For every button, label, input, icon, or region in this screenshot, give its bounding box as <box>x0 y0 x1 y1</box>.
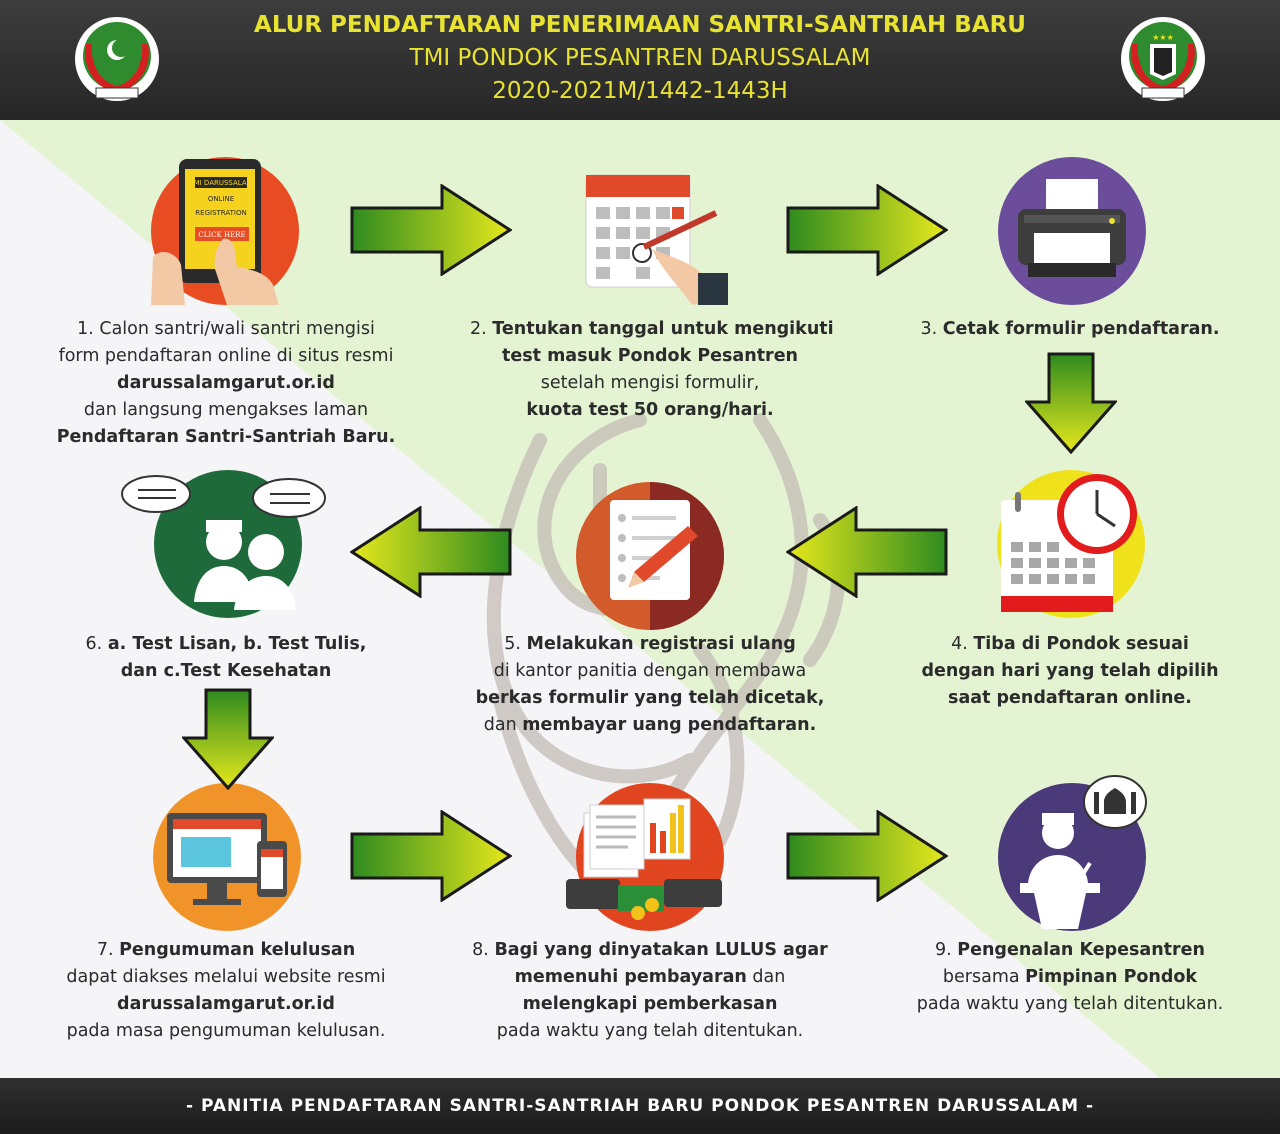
calendar-pen-icon <box>585 174 728 305</box>
svg-text:REGISTRATION: REGISTRATION <box>195 209 246 217</box>
arrow-right-icon <box>350 810 512 902</box>
step-2-caption: 2. Tentukan tanggal untuk mengikuti test… <box>470 319 834 420</box>
svg-text:★★★: ★★★ <box>1152 33 1174 42</box>
step-9-caption: 9. Pengenalan Kepesantren bersama Pimpin… <box>916 940 1224 1014</box>
printer-icon <box>998 157 1146 305</box>
computer-icon <box>153 783 301 931</box>
calendar-clock-icon <box>997 470 1145 618</box>
step-7-caption: 7. Pengumuman kelulusan dapat diakses me… <box>66 940 386 1041</box>
speech-bubble-icon <box>121 475 191 513</box>
page-year: 2020-2021M/1442-1443H <box>492 78 788 104</box>
arrow-right-icon <box>786 810 948 902</box>
footer-banner: - PANITIA PENDAFTARAN SANTRI-SANTRIAH BA… <box>0 1078 1280 1134</box>
step-3-caption: 3. Cetak formulir pendaftaran. <box>920 319 1220 339</box>
svg-text:TMI DARUSSALAM: TMI DARUSSALAM <box>188 179 252 187</box>
svg-text:ONLINE: ONLINE <box>208 195 234 203</box>
darussalam-logo-right: ★★★ <box>1121 17 1205 101</box>
mosque-bubble-icon <box>1083 775 1147 829</box>
step-5-caption: 5. Melakukan registrasi ulang di kantor … <box>475 634 825 735</box>
arrow-down-icon <box>1025 352 1117 454</box>
arrow-right-icon <box>786 184 948 276</box>
footer-text: - PANITIA PENDAFTARAN SANTRI-SANTRIAH BA… <box>185 1096 1094 1116</box>
page-subtitle: TMI PONDOK PESANTREN DARUSSALAM <box>409 45 871 71</box>
arrow-down-icon <box>182 688 274 790</box>
step-1-caption: 1. Calon santri/wali santri mengisi form… <box>56 319 396 447</box>
step-8-caption: 8. Bagi yang dinyatakan LULUS agar memen… <box>472 940 828 1041</box>
header-banner: ★★★ ALUR PENDAFTARAN PENERIMAAN SANTRI-S… <box>0 0 1280 120</box>
form-pencil-icon <box>576 482 724 630</box>
arrow-left-icon <box>350 506 512 598</box>
payment-icon <box>566 783 724 931</box>
tablet-icon: TMI DARUSSALAM ONLINE REGISTRATION CLICK… <box>151 157 299 305</box>
svg-text:CLICK HERE: CLICK HERE <box>198 231 245 239</box>
page-title: ALUR PENDAFTARAN PENERIMAAN SANTRI-SANTR… <box>254 12 1026 38</box>
speech-bubble-icon <box>252 478 326 518</box>
arrow-right-icon <box>350 184 512 276</box>
arrow-left-icon <box>786 506 948 598</box>
step-6-caption: 6. a. Test Lisan, b. Test Tulis, dan c.T… <box>85 634 367 681</box>
darussalam-logo-left <box>75 17 159 101</box>
step-4-caption: 4. Tiba di Pondok sesuai dengan hari yan… <box>921 634 1219 708</box>
